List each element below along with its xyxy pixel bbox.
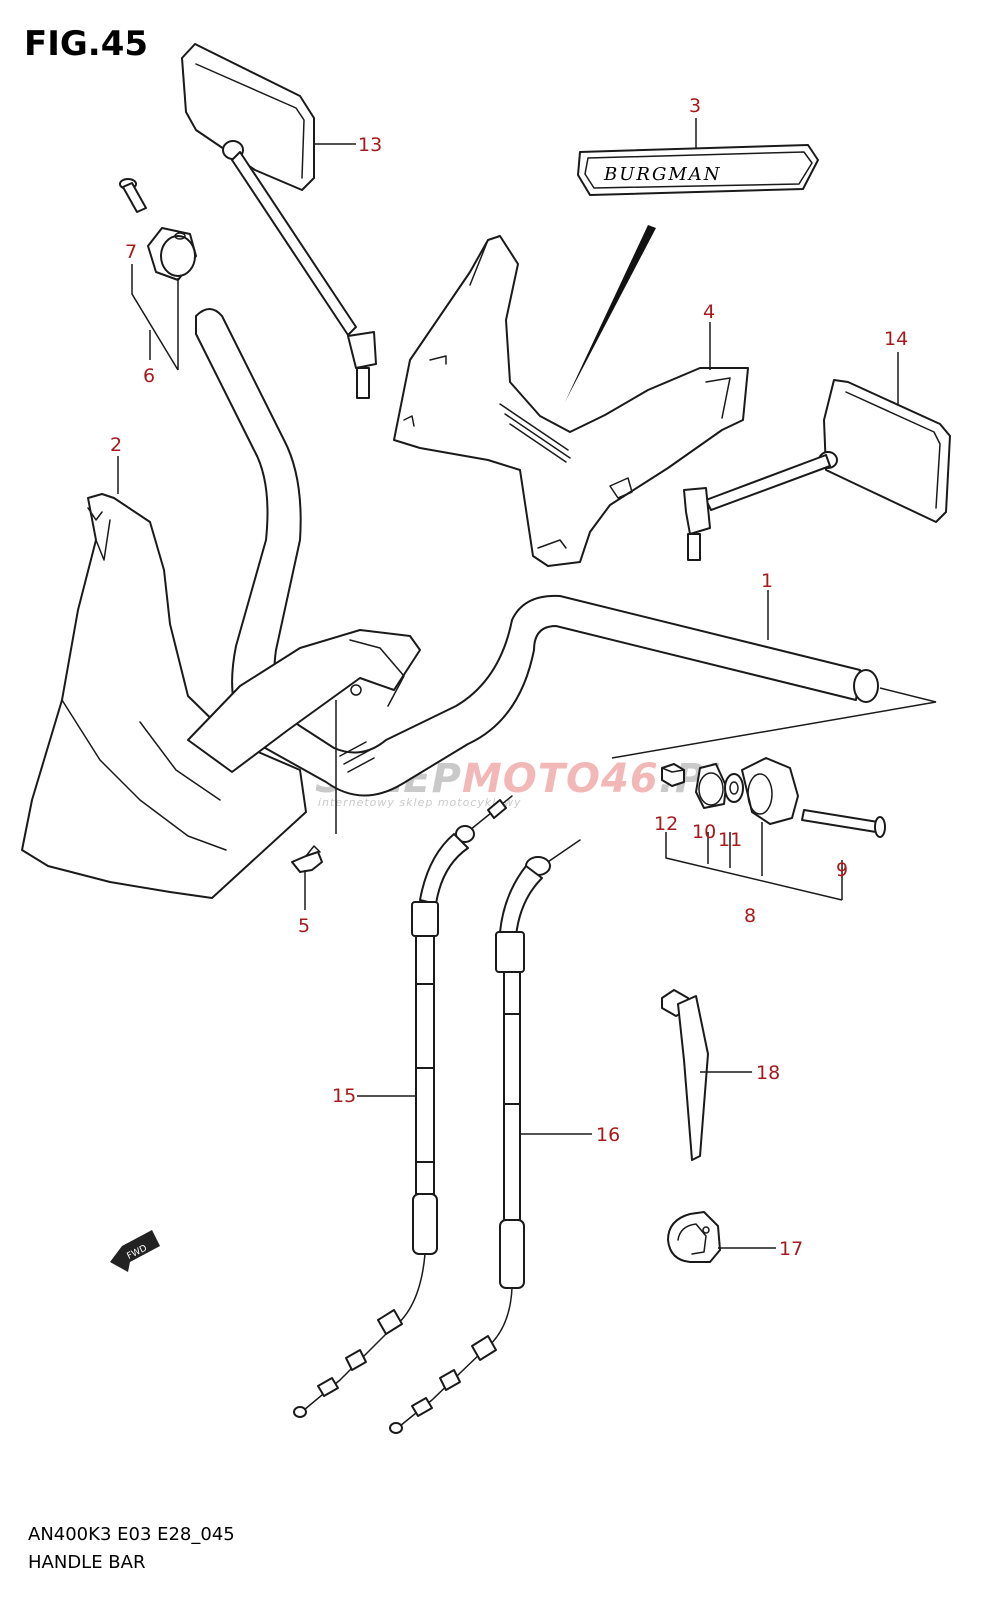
callout-9: 9 [836, 859, 848, 881]
fwd-arrow-icon: FWD [110, 1230, 160, 1272]
callout-2: 2 [110, 434, 122, 456]
part-14-right-mirror [683, 379, 951, 561]
callout-16: 16 [596, 1124, 620, 1146]
part-5-clip [291, 845, 323, 873]
callout-12: 12 [654, 813, 678, 835]
callout-3: 3 [689, 95, 701, 117]
callout-14: 14 [884, 328, 908, 350]
part-12-nut [661, 763, 685, 787]
part-13-left-mirror [181, 43, 377, 399]
part-18-wire-band [661, 989, 709, 1161]
part-11-washer [724, 773, 744, 803]
part-2-lower-cover [21, 493, 307, 899]
part-3-emblem: BURGMAN [577, 144, 819, 196]
callout-15: 15 [332, 1085, 356, 1107]
callout-18: 18 [756, 1062, 780, 1084]
watermark-part3: 46 [600, 756, 659, 802]
part-10-collar [695, 763, 727, 809]
callout-5: 5 [298, 915, 310, 937]
part-17-clamp [667, 1211, 721, 1263]
part-9-bolt [801, 809, 886, 838]
part-7-screw [119, 178, 147, 213]
emblem-text: BURGMAN [603, 164, 722, 185]
part-6-weight [147, 227, 197, 281]
callout-1: 1 [761, 570, 773, 592]
figure-caption: HANDLE BAR [28, 1552, 145, 1573]
model-code: AN400K3 E03 E28_045 [28, 1524, 235, 1545]
callout-8: 8 [744, 905, 756, 927]
part-8-bracket [665, 822, 843, 901]
callout-13: 13 [358, 134, 382, 156]
callout-10: 10 [692, 821, 716, 843]
callout-4: 4 [703, 301, 715, 323]
watermark-part2: MOTO [462, 756, 601, 802]
handlebar-holder [187, 629, 421, 773]
watermark-tagline: internetowy sklep motocyklowy [318, 796, 522, 809]
callout-7: 7 [125, 241, 137, 263]
callout-17: 17 [779, 1238, 803, 1260]
callout-11: 11 [718, 829, 742, 851]
part-4-upper-cover [393, 235, 749, 567]
part-8-weight [741, 757, 799, 825]
emblem-placement-arrow [565, 225, 656, 402]
figure-title: FIG.45 [24, 24, 148, 64]
callout-6: 6 [143, 365, 155, 387]
callout-labels: 1 2 3 4 5 6 7 8 9 10 11 12 13 14 15 16 1… [110, 95, 908, 1260]
leader-lines [117, 118, 899, 1249]
assembly-bracket [611, 687, 937, 759]
part-15-throttle-cable [293, 795, 513, 1418]
part-16-throttle-cable [389, 839, 581, 1434]
